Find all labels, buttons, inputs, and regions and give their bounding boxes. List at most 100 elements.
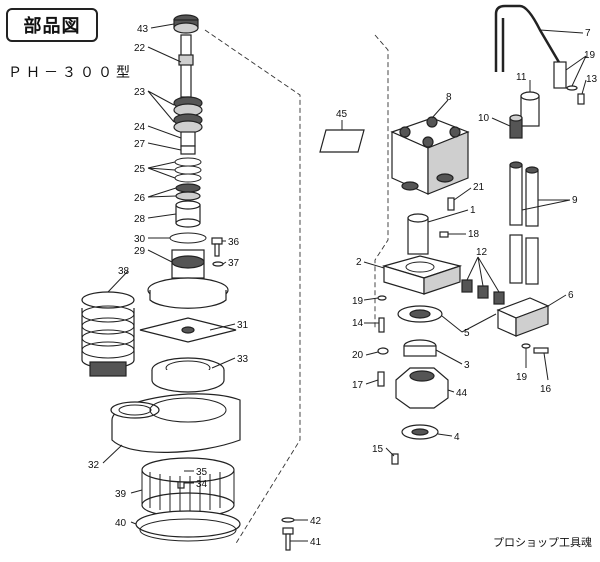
- page-title: 部品図: [6, 8, 98, 42]
- part-3-ring: [403, 339, 437, 357]
- part-19-washer-c: [521, 343, 531, 349]
- part-44-nut: [395, 367, 449, 409]
- label-2: 2: [356, 257, 362, 268]
- part-33-impeller: [151, 357, 225, 393]
- part-labels: 43 22 23 24 27 25 26 28 30 29 36 37 38 3…: [88, 24, 598, 548]
- label-22: 22: [134, 43, 146, 54]
- part-17-bolt: [377, 371, 385, 387]
- label-19b: 19: [352, 296, 364, 307]
- label-9: 9: [572, 195, 578, 206]
- model-name: ＰＨ－３００型: [8, 65, 134, 81]
- label-24: 24: [134, 122, 146, 133]
- part-23-bearings: [173, 96, 203, 134]
- label-35: 35: [196, 467, 208, 478]
- label-5: 5: [464, 328, 470, 339]
- label-26: 26: [134, 193, 146, 204]
- assembly-boundary: [204, 29, 301, 546]
- label-31: 31: [237, 320, 249, 331]
- label-28: 28: [134, 214, 146, 225]
- label-30: 30: [134, 234, 146, 245]
- shop-name: プロショップ工具魂: [493, 536, 592, 549]
- part-1-piston: [407, 213, 429, 255]
- part-31-plate: [139, 317, 237, 343]
- part-4-washer: [401, 424, 439, 440]
- label-13: 13: [586, 74, 598, 85]
- label-45: 45: [336, 109, 348, 120]
- part-27-sleeve: [180, 145, 196, 155]
- part-22-shaft: [178, 34, 194, 98]
- part-19-washer: [566, 85, 578, 91]
- label-32: 32: [88, 460, 100, 471]
- label-20: 20: [352, 350, 364, 361]
- label-27: 27: [134, 139, 146, 150]
- label-34: 34: [196, 479, 208, 490]
- part-30-ring: [169, 232, 207, 244]
- part-43-bearing: [173, 14, 199, 34]
- part-38-strainer: [81, 291, 135, 377]
- label-36: 36: [228, 237, 240, 248]
- part-10-valve: [509, 114, 523, 139]
- label-1: 1: [470, 205, 476, 216]
- label-11: 11: [516, 72, 527, 83]
- part-19-washer-b: [377, 295, 387, 301]
- label-10: 10: [478, 113, 490, 124]
- part-39-screen: [141, 457, 235, 518]
- part-9-cylinders: [509, 161, 539, 285]
- part-29-flange-housing: [147, 249, 229, 309]
- label-38: 38: [118, 266, 130, 277]
- part-6-manifold: [496, 297, 550, 337]
- right-assembly-boundary: [374, 34, 389, 330]
- part-45-label: [319, 129, 365, 153]
- label-37: 37: [228, 258, 240, 269]
- part-21-pin: [447, 197, 455, 211]
- part-7-handle: [494, 4, 567, 89]
- part-11-cap: [520, 91, 540, 127]
- part-2-bracket: [381, 255, 463, 295]
- part-24-sleeve: [180, 131, 196, 147]
- part-37-washer: [212, 261, 224, 267]
- label-43: 43: [137, 24, 149, 35]
- part-14-bolt: [378, 317, 385, 333]
- label-3: 3: [464, 360, 470, 371]
- part-15-bolt: [391, 453, 399, 465]
- label-23: 23: [134, 87, 146, 98]
- label-39: 39: [115, 489, 127, 500]
- part-32-casing: [110, 393, 241, 453]
- label-40: 40: [115, 518, 127, 529]
- label-8: 8: [446, 92, 452, 103]
- part-36-bolt: [211, 237, 223, 257]
- part-41-bolt: [282, 527, 294, 551]
- label-7: 7: [585, 28, 591, 39]
- part-16-bolt: [533, 347, 549, 354]
- part-5-seal: [397, 305, 443, 323]
- label-16: 16: [540, 384, 552, 395]
- label-25: 25: [134, 164, 146, 175]
- part-26-seals: [175, 183, 201, 201]
- label-44: 44: [456, 388, 468, 399]
- label-4: 4: [454, 432, 460, 443]
- label-19a: 19: [584, 50, 596, 61]
- label-33: 33: [237, 354, 249, 365]
- part-8-head: [390, 116, 470, 195]
- left-assembly: [81, 14, 295, 551]
- label-6: 6: [568, 290, 574, 301]
- label-17: 17: [352, 380, 364, 391]
- label-18: 18: [468, 229, 480, 240]
- part-40-base-ring: [135, 510, 241, 542]
- part-28-bushing: [175, 200, 201, 228]
- leader-lines: [102, 23, 587, 542]
- right-assembly: [319, 4, 585, 465]
- label-15: 15: [372, 444, 384, 455]
- label-42: 42: [310, 516, 322, 527]
- label-41: 41: [310, 537, 322, 548]
- part-42-washer: [281, 517, 295, 523]
- label-29: 29: [134, 246, 146, 257]
- label-14: 14: [352, 318, 364, 329]
- label-21: 21: [473, 182, 485, 193]
- part-25-orings: [174, 157, 202, 183]
- part-18-pin: [439, 231, 449, 238]
- label-12: 12: [476, 247, 488, 258]
- part-13-bolt: [577, 93, 585, 105]
- label-19c: 19: [516, 372, 528, 383]
